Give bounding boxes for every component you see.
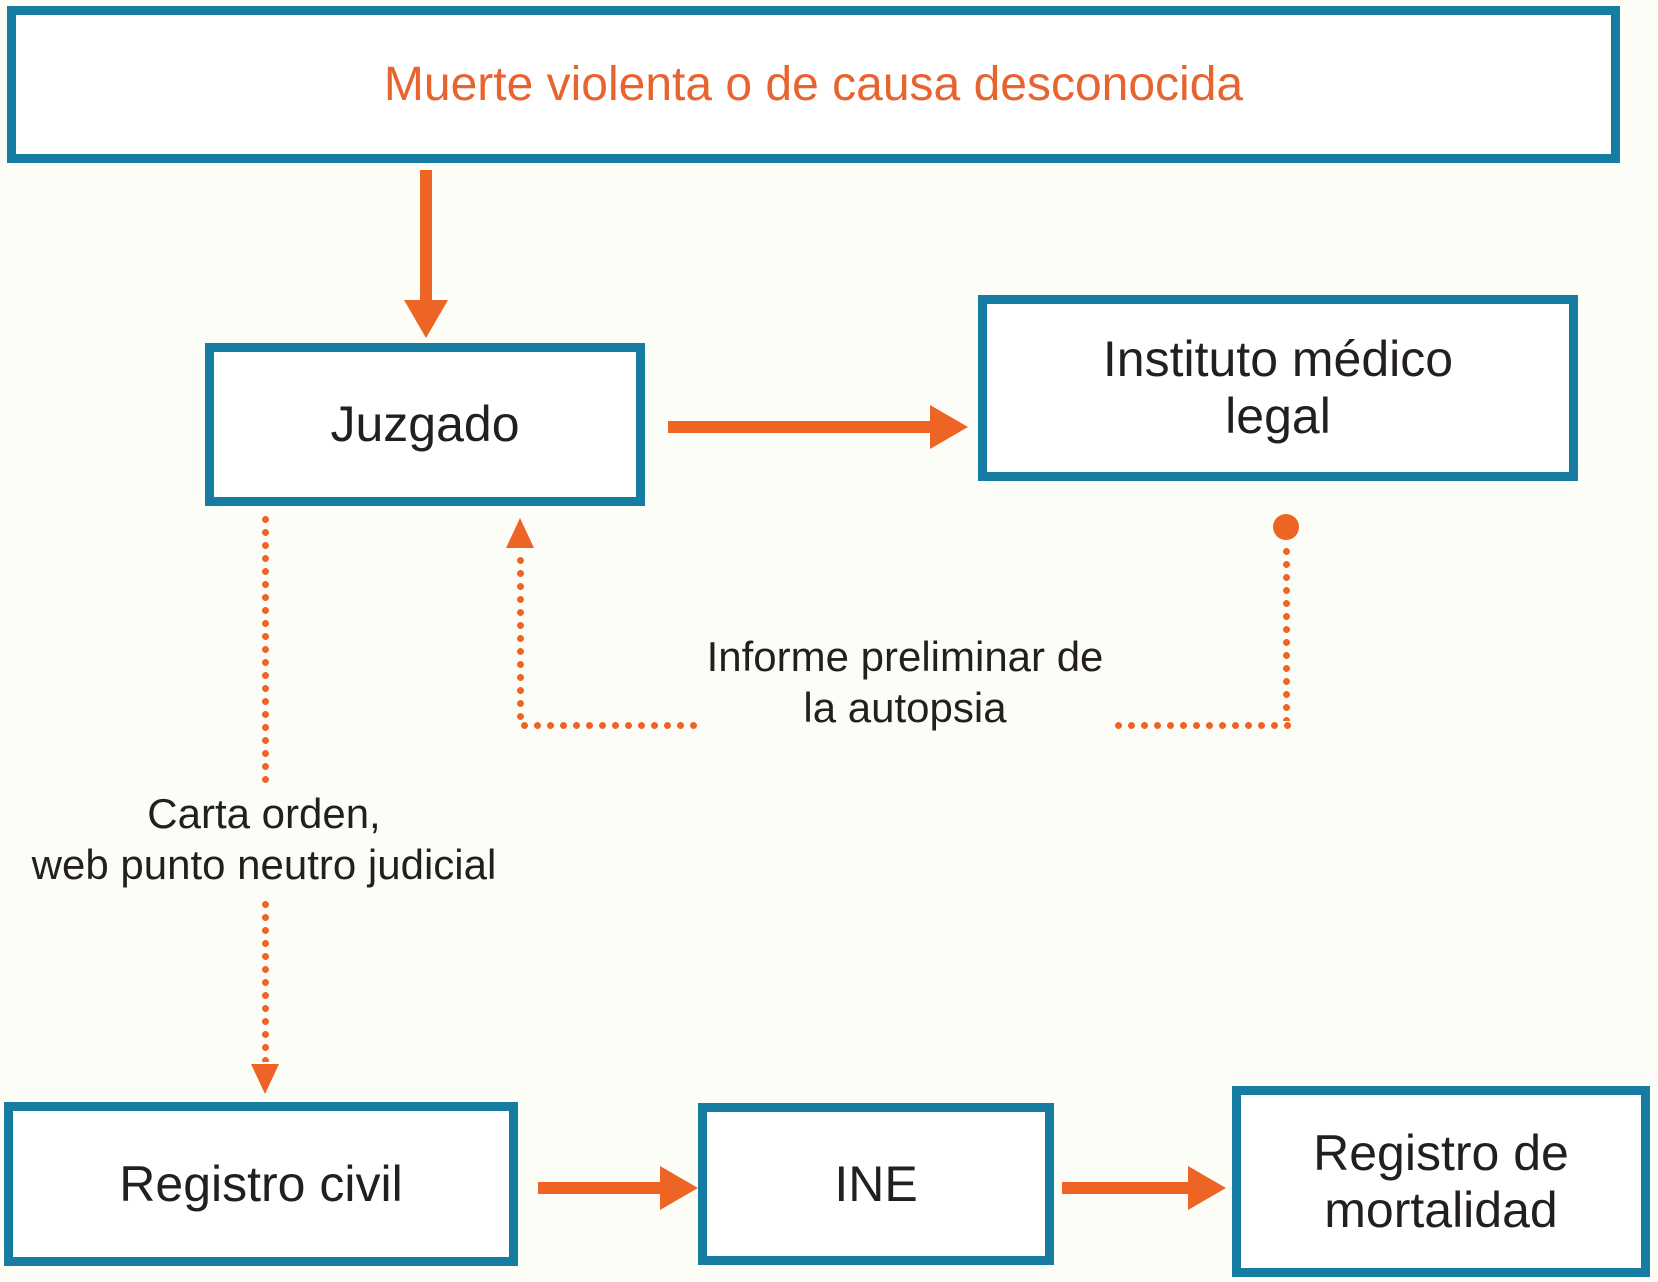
dotted-segment-vertical — [517, 554, 524, 726]
dotted-segment-horizontal — [518, 722, 700, 729]
edge-label-informe-autopsia: Informe preliminar de la autopsia — [700, 629, 1110, 735]
node-muerte-violenta: Muerte violenta o de causa desconocida — [7, 6, 1620, 163]
dotted-segment-vertical — [262, 513, 269, 788]
dotted-segment-horizontal — [1112, 722, 1292, 729]
arrowhead-right-icon — [660, 1166, 698, 1210]
edge-label-carta-orden: Carta orden, web punto neutro judicial — [25, 786, 503, 892]
arrowhead-down-icon — [404, 300, 448, 338]
dotted-segment-vertical — [1283, 545, 1290, 721]
node-registro-civil: Registro civil — [4, 1102, 518, 1266]
node-registro-mortalidad: Registro de mortalidad — [1232, 1086, 1650, 1277]
arrowhead-down-icon — [251, 1064, 279, 1094]
arrowhead-up-icon — [506, 518, 534, 548]
arrow-shaft — [668, 421, 931, 433]
arrow-shaft — [538, 1182, 662, 1194]
arrow-shaft — [1062, 1182, 1190, 1194]
node-juzgado: Juzgado — [205, 343, 645, 506]
arrow-shaft — [420, 170, 432, 302]
arrowhead-right-icon — [930, 405, 968, 449]
arrowhead-right-icon — [1188, 1166, 1226, 1210]
dotted-segment-vertical — [262, 898, 269, 1062]
connector-dot-icon — [1273, 514, 1299, 540]
node-ine: INE — [698, 1103, 1054, 1265]
node-instituto-medico-legal: Instituto médico legal — [978, 295, 1578, 481]
